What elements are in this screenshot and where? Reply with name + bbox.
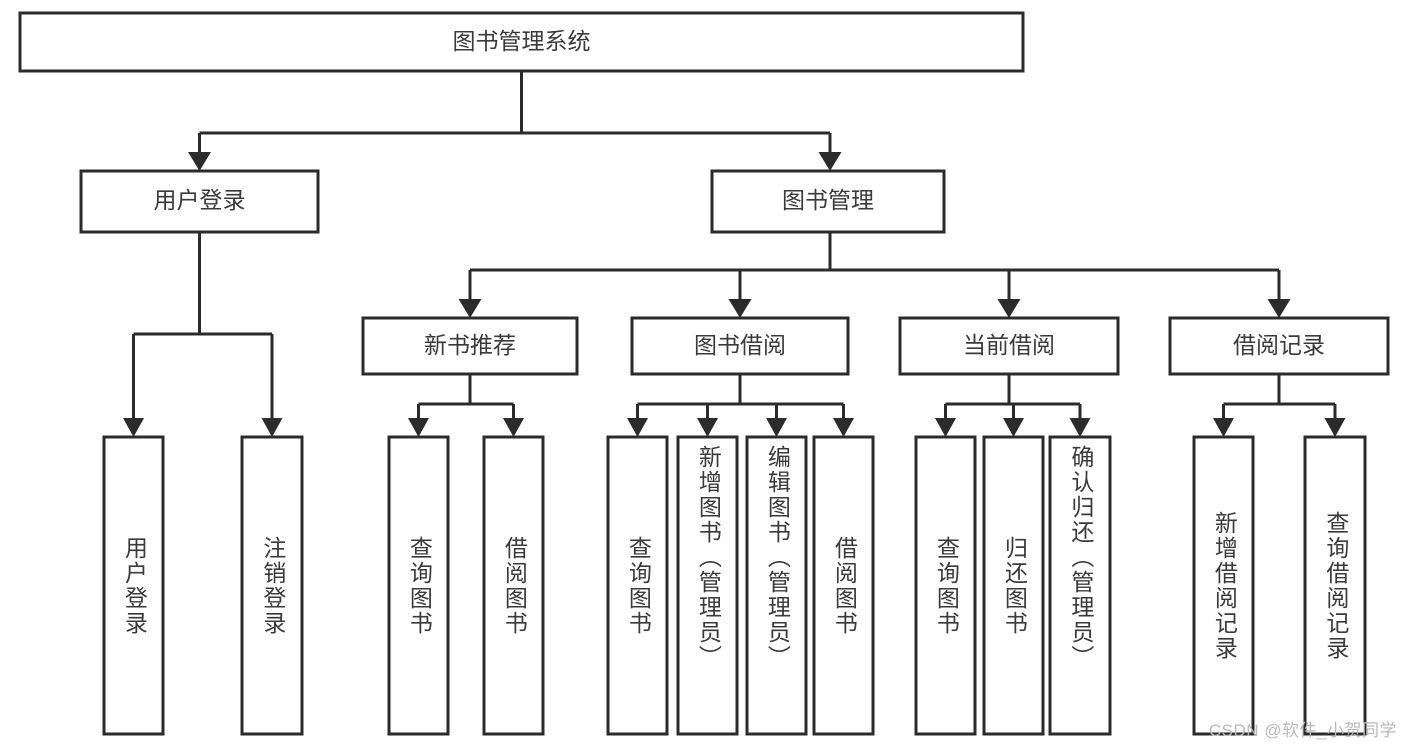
node-book-manage-box[interactable] [710,169,946,234]
arrow-head-new-book-rec [458,299,482,318]
node-leaf-query-book-1-box[interactable] [387,435,450,736]
arrow-head-user-login [188,152,211,171]
arrow-head-book-manage [818,152,842,171]
node-new-book-rec-label: 新书推荐 [424,332,516,358]
watermark-text: CSDN @软件_小贺同学 [1208,721,1397,740]
node-leaf-add-book-box[interactable] [676,435,739,736]
arrow-head-leaf-confirm-return [1069,418,1091,437]
node-new-book-rec-box[interactable] [361,316,579,376]
node-leaf-borrow-book-2-box[interactable] [812,435,875,736]
edge-group-userlogin-to-leaves [123,232,283,437]
arrow-head-leaf-borrow-book-1 [503,418,524,437]
node-root[interactable]: 图书管理系统 [18,11,1025,73]
node-leaf-add-record-box[interactable] [1192,435,1255,736]
node-user-login-label: 用户登录 [154,187,246,213]
node-borrow-record-box[interactable] [1168,316,1390,376]
node-new-book-rec[interactable]: 新书推荐 [361,316,579,376]
arrow-head-book-borrow [728,299,752,318]
arrow-head-leaf-add-book [697,418,718,437]
node-leaf-user-login-box[interactable] [102,435,165,736]
edge-group-bookmanage-to-level2 [458,232,1291,318]
node-current-borrow[interactable]: 当前借阅 [898,316,1120,376]
arrow-head-leaf-add-record [1213,418,1234,437]
node-current-borrow-label: 当前借阅 [963,332,1055,358]
arrow-head-leaf-query-book-2 [627,418,648,437]
arrow-head-leaf-user-login [123,418,144,437]
arrow-head-borrow-record [1267,299,1291,318]
node-leaf-query-book-3-box[interactable] [914,435,977,736]
node-leaf-confirm-return-box[interactable] [1048,435,1112,736]
node-current-borrow-box[interactable] [898,316,1120,376]
node-book-manage-label: 图书管理 [782,187,874,213]
edge-group-root-to-level1 [188,71,842,171]
node-book-borrow-label: 图书借阅 [694,332,786,358]
arrow-head-current-borrow [997,299,1021,318]
edge-group-borrowrecord-to-leaves [1213,374,1346,437]
node-leaf-query-book-2-box[interactable] [606,435,669,736]
arrow-head-leaf-user-logout [261,418,283,437]
node-leaf-borrow-book-1-box[interactable] [482,435,545,736]
node-leaf-edit-book-box[interactable] [745,435,808,736]
arrow-head-leaf-borrow-book-2 [833,418,854,437]
arrow-head-leaf-return-book [1003,418,1024,437]
arrow-head-leaf-query-book-1 [408,418,429,437]
arrow-head-leaf-edit-book [766,418,787,437]
node-root-box[interactable] [18,11,1025,73]
arrow-head-leaf-query-book-3 [935,418,956,437]
edge-group-newbookrec-to-leaves [408,374,524,437]
node-leaf-user-logout-box[interactable] [240,435,304,736]
edge-group-currentborrow-to-leaves [935,374,1091,437]
node-root-label: 图书管理系统 [453,28,591,54]
node-leaf-return-book-box[interactable] [982,435,1045,736]
node-borrow-record-label: 借阅记录 [1233,332,1325,358]
node-book-borrow-box[interactable] [630,316,850,376]
node-borrow-record[interactable]: 借阅记录 [1168,316,1390,376]
node-book-borrow[interactable]: 图书借阅 [630,316,850,376]
node-leaf-query-record-box[interactable] [1303,435,1367,736]
leaf-boxes [102,435,1367,736]
node-user-login[interactable]: 用户登录 [79,169,320,234]
arrow-head-leaf-query-record [1324,418,1346,437]
node-book-manage[interactable]: 图书管理 [710,169,946,234]
edge-group-bookborrow-to-leaves [627,374,854,437]
node-user-login-box[interactable] [79,169,320,234]
